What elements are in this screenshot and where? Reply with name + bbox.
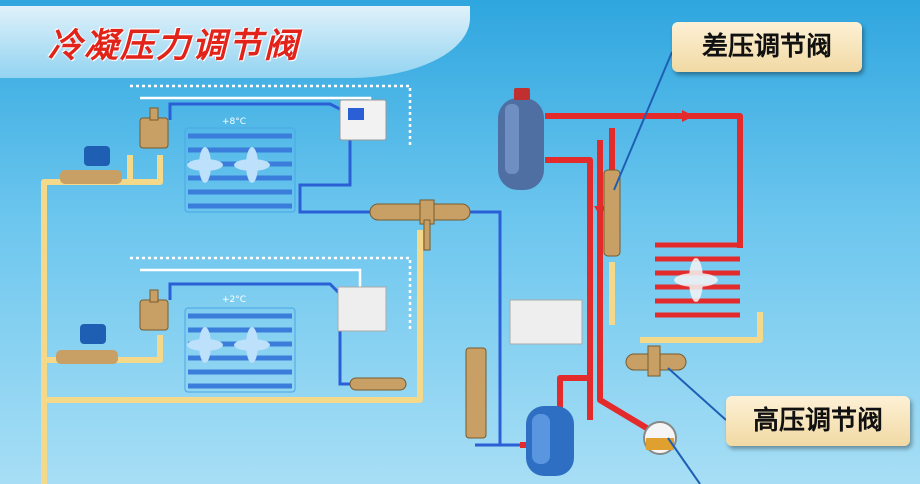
- flow-arrow-down-icon: [594, 206, 606, 216]
- differential-valve-callout: 差压调节阀: [672, 22, 862, 72]
- diff-valve-pointer: [613, 51, 673, 191]
- liquid-line-condenser-out: [640, 312, 763, 343]
- lower-control-solid: [140, 268, 362, 330]
- lower-temp-label: +2°C: [222, 295, 246, 305]
- flow-arrow-icon: [682, 110, 694, 122]
- upper-evaporator: +8°C: [184, 117, 296, 213]
- liquid-line-bottom: [44, 230, 423, 403]
- lower-evaporator: +2°C: [184, 295, 296, 393]
- upper-temp-label: +8°C: [222, 117, 246, 127]
- compressor: [526, 406, 574, 476]
- lower-pressure-regulator: [349, 347, 487, 439]
- controller-box: [509, 299, 583, 345]
- sight-glass-pointer: [667, 437, 701, 484]
- lower-solenoid-valve-icon: [56, 324, 118, 364]
- liquid-line-upper-branch: [130, 155, 163, 185]
- title-banner: [0, 6, 470, 78]
- callout-pointers: [613, 51, 727, 484]
- discharge-mid: [545, 157, 593, 420]
- differential-valve: [603, 169, 621, 257]
- high-pressure-lines: [520, 113, 743, 448]
- lower-control-box: [337, 286, 387, 332]
- upper-expansion-valve: [139, 107, 169, 149]
- diagram-title: 冷凝压力调节阀: [48, 26, 300, 66]
- discharge-top: [545, 113, 743, 248]
- upper-solenoid-valve-icon: [60, 146, 122, 184]
- liquid-line-lower-branch: [130, 335, 163, 363]
- lower-expansion-valve: [139, 289, 169, 331]
- lower-fan-icon: [187, 327, 270, 363]
- suction-upper: [168, 102, 370, 214]
- upper-pressure-regulator: [369, 199, 471, 251]
- sight-glass-icon: [643, 421, 677, 455]
- high-pressure-valve-callout: 高压调节阀: [726, 396, 910, 446]
- upper-fan-icon: [187, 147, 270, 183]
- suction-main: [420, 210, 502, 445]
- receiver-tank: [498, 88, 544, 190]
- suction-lines: [168, 102, 520, 447]
- suction-lower: [168, 282, 370, 386]
- high-valve-pointer: [667, 367, 727, 421]
- liquid-line-left-riser: [41, 155, 133, 484]
- discharge-inner: [597, 140, 652, 433]
- thermostat-box: [339, 99, 387, 141]
- condenser-fan-icon: [674, 258, 718, 302]
- high-pressure-regulator: [625, 345, 687, 377]
